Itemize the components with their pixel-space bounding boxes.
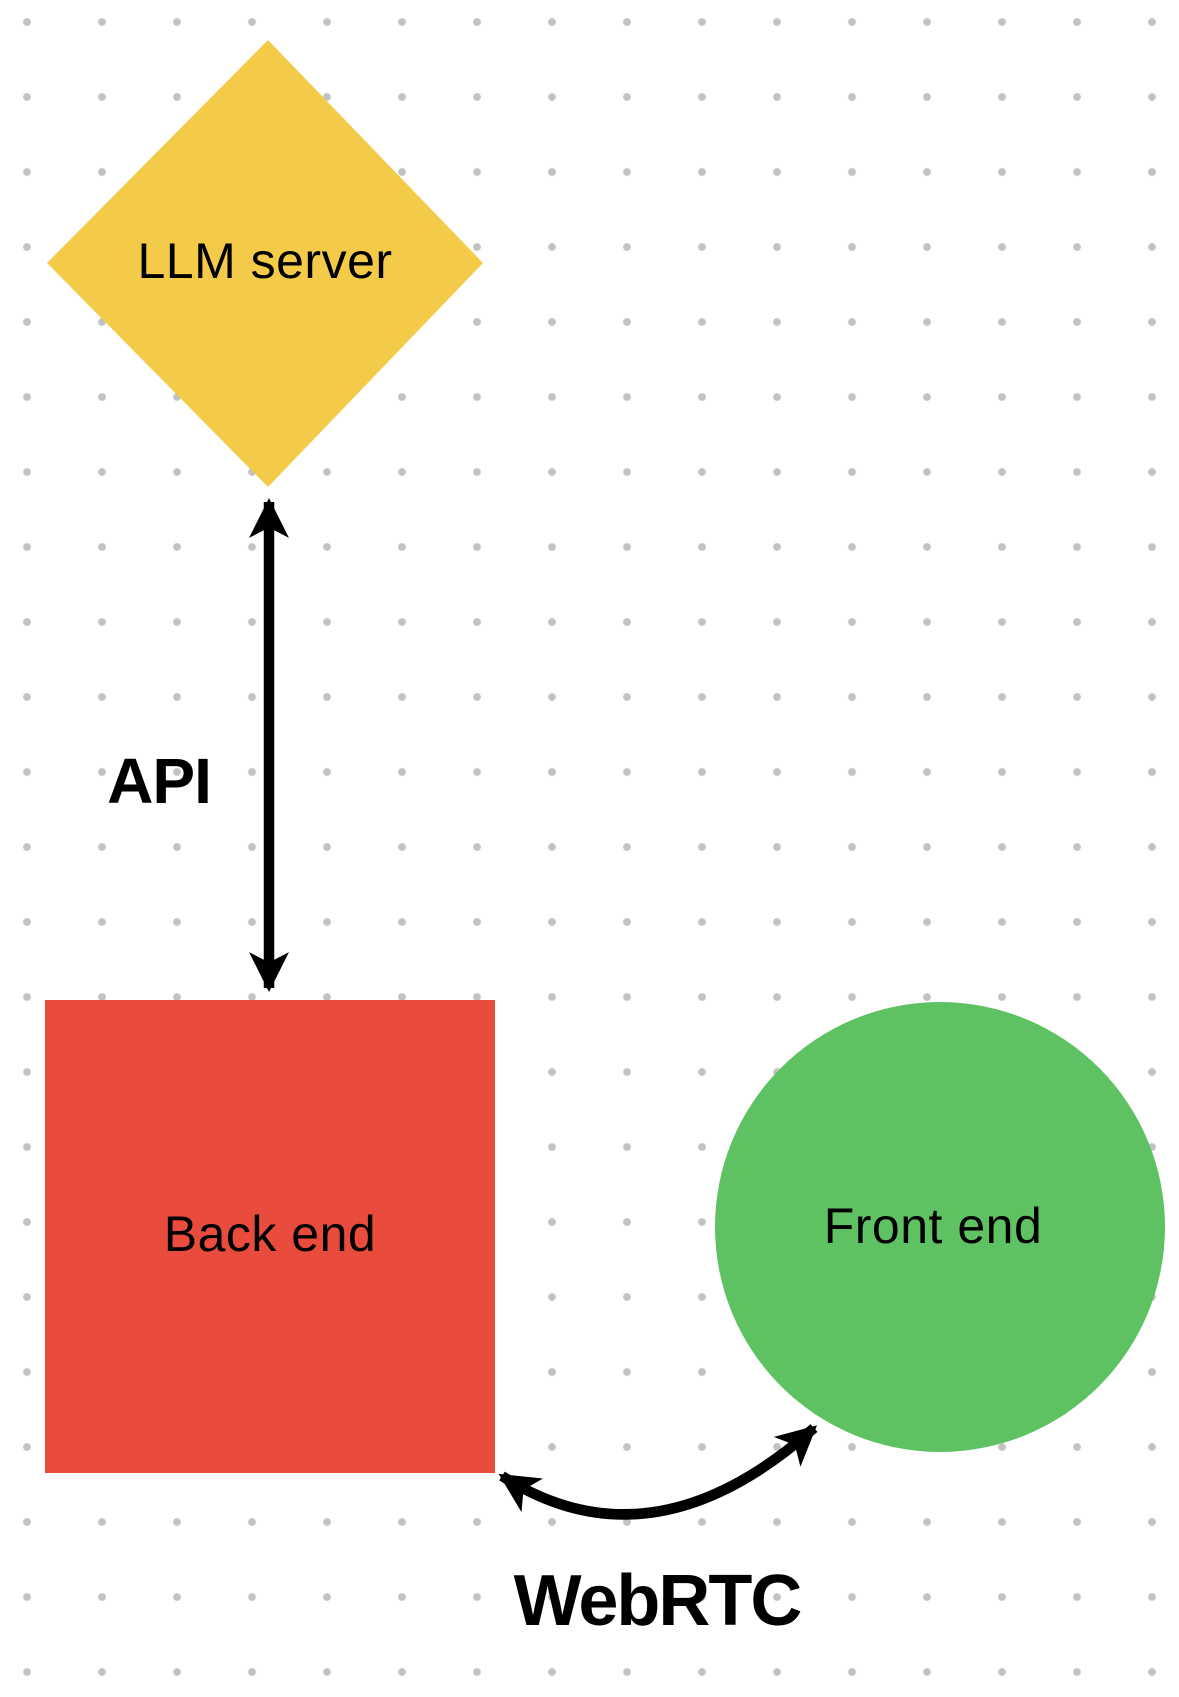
back-end-node-square[interactable]: [45, 1000, 495, 1473]
api-connector-label: API: [107, 745, 212, 817]
webrtc-connector-arrow[interactable]: [498, 1424, 818, 1520]
webrtc-connector-label: WebRTC: [513, 1561, 803, 1641]
llm-server-node-label: LLM server: [137, 233, 393, 289]
front-end-node-circle[interactable]: [715, 1002, 1165, 1452]
back-end-node-label: Back end: [163, 1206, 377, 1262]
llm-server-node-diamond[interactable]: [47, 40, 483, 487]
front-end-node-label: Front end: [823, 1198, 1043, 1254]
